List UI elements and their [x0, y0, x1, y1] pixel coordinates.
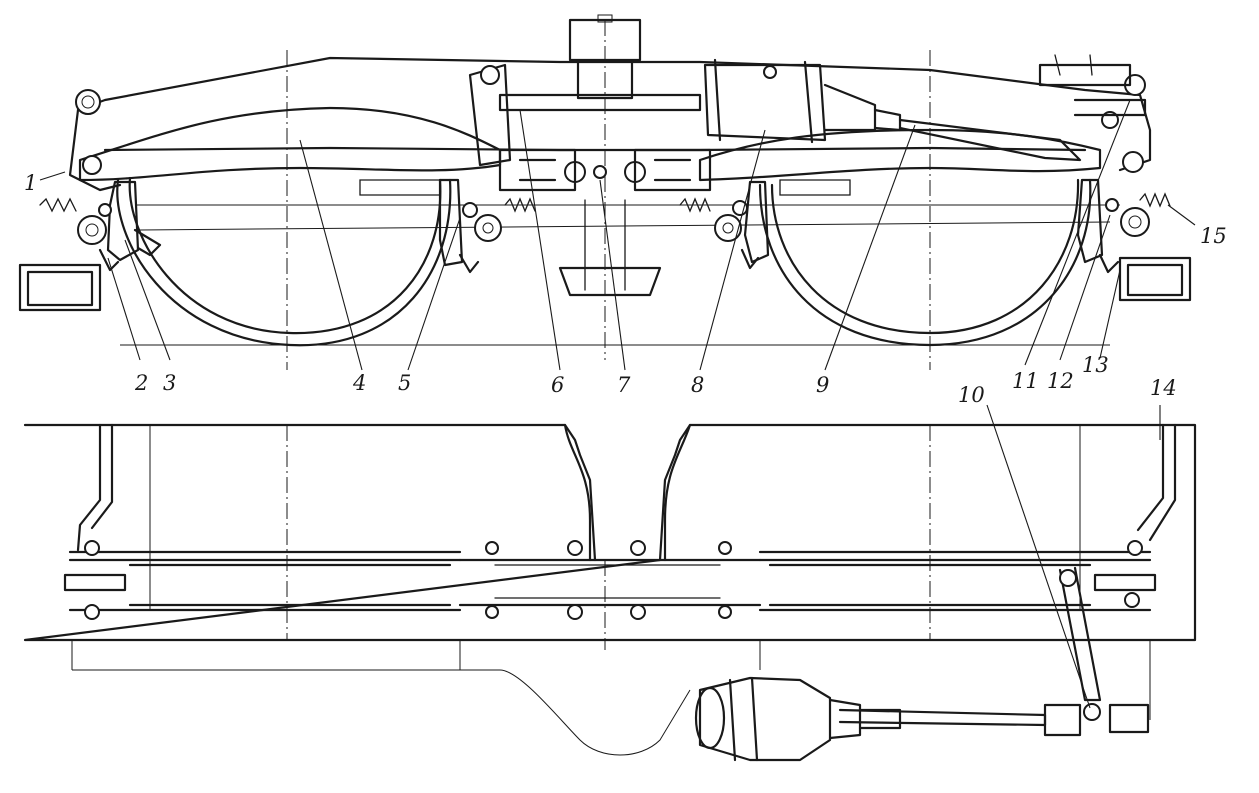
- callout-4: 4: [352, 371, 366, 395]
- callout-5: 5: [398, 371, 411, 395]
- callout-13: 13: [1082, 353, 1109, 377]
- callout-6: 6: [551, 373, 564, 397]
- callout-3: 3: [163, 371, 176, 395]
- callout-9: 9: [816, 373, 829, 397]
- brake-cylinder-side: [703, 58, 1082, 162]
- callout-14: 14: [1150, 376, 1177, 400]
- callout-10: 10: [958, 383, 985, 407]
- bogie-frame: [76, 56, 1152, 172]
- callout-15: 15: [1200, 224, 1227, 248]
- bolt-row: [84, 540, 1143, 620]
- frame-outline-plan: [23, 423, 1197, 642]
- brake-shoe-right-outer: [1076, 178, 1150, 274]
- brake-shoe-left-outer: [77, 180, 162, 272]
- plan-view: [23, 423, 1197, 762]
- callout-11: 11: [1012, 369, 1039, 393]
- axle-box-right: [1118, 256, 1192, 302]
- callout-7: 7: [617, 373, 631, 397]
- brake-beam-left: [78, 106, 502, 182]
- callout-1: 1: [24, 171, 37, 195]
- axle-box-left: [18, 263, 102, 312]
- brake-cylinder-plan: [694, 676, 902, 762]
- brake-beam-right: [698, 128, 1102, 182]
- callout-8: 8: [691, 373, 704, 397]
- callout-labels: 1 2 3 4 5 6 7 8 9 10 11 12 13 14 15: [24, 171, 1227, 407]
- leader-lines: [39, 99, 1196, 709]
- side-view: [18, 14, 1192, 370]
- brake-beam-plan-left: [68, 550, 462, 612]
- callout-12: 12: [1047, 369, 1074, 393]
- callout-2: 2: [134, 371, 148, 395]
- brake-beam-plan-right: [758, 550, 1152, 612]
- brake-shoe-right-inner: [714, 180, 770, 270]
- brake-shoe-left-inner: [438, 178, 502, 274]
